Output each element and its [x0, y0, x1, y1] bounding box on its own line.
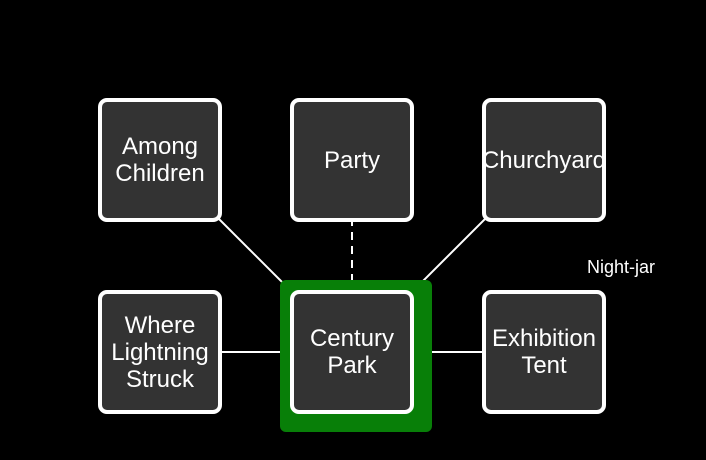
room-century-park-current[interactable]: Century Park [290, 290, 414, 414]
room-exhibition-tent[interactable]: Exhibition Tent [482, 290, 606, 414]
room-among-children[interactable]: Among Children [98, 98, 222, 222]
room-party[interactable]: Party [290, 98, 414, 222]
room-where-lightning-struck[interactable]: Where Lightning Struck [98, 290, 222, 414]
room-churchyard[interactable]: Churchyard [482, 98, 606, 222]
unexplored-exit-label[interactable]: Night-jar [587, 257, 656, 277]
